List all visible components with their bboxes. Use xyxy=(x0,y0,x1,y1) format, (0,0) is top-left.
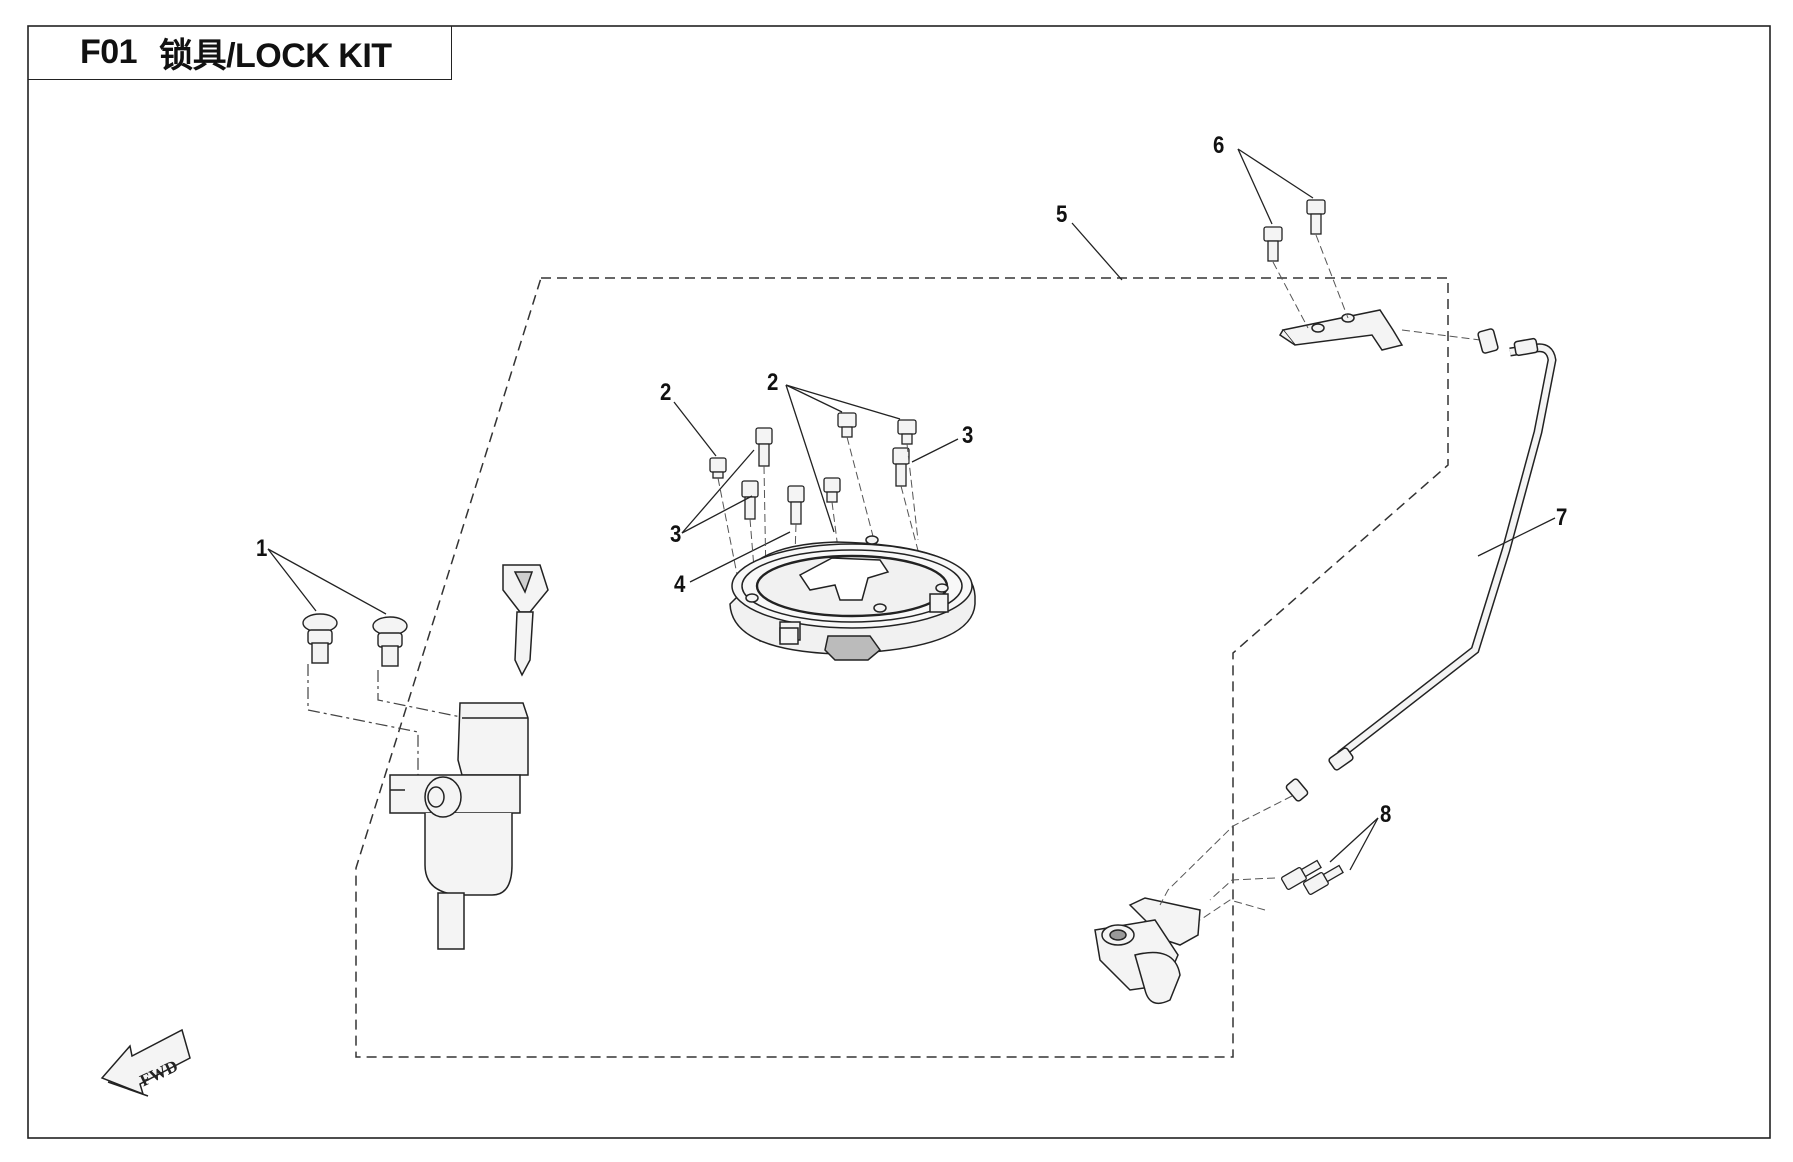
outer-border xyxy=(27,25,1771,1139)
key xyxy=(502,564,549,677)
part-6-bolts xyxy=(1263,199,1326,262)
callout-3-left: 3 xyxy=(670,521,682,548)
latch-cable xyxy=(1285,328,1557,802)
part-1-screws xyxy=(302,613,408,667)
ignition-lock xyxy=(389,702,529,950)
callout-7: 7 xyxy=(1556,504,1568,531)
leader-1 xyxy=(267,548,387,615)
callout-1: 1 xyxy=(256,535,268,562)
section-title: 锁具/LOCK KIT xyxy=(159,37,392,75)
leader-2-3-4 xyxy=(673,384,959,583)
callout-4: 4 xyxy=(674,571,686,598)
callout-2-top: 2 xyxy=(767,369,779,396)
leader-7 xyxy=(1477,517,1556,557)
bracket-drop-lines xyxy=(1272,234,1481,341)
assembly-boundary-dashed xyxy=(355,277,1449,1058)
callout-3-right: 3 xyxy=(962,422,974,449)
seat-lock-connection-lines xyxy=(1159,795,1293,921)
fwd-arrow-icon xyxy=(100,1028,191,1097)
leader-8 xyxy=(1329,817,1379,871)
connection-lines-1 xyxy=(307,664,501,790)
part-8-bolts xyxy=(1280,859,1344,895)
seat-lock xyxy=(1094,897,1201,1005)
section-code: F01 xyxy=(80,33,138,71)
latch-bracket xyxy=(1278,309,1404,351)
callout-8: 8 xyxy=(1380,801,1392,828)
callout-2-left: 2 xyxy=(660,379,672,406)
callout-6: 6 xyxy=(1213,132,1225,159)
title-box: F01 锁具/LOCK KIT xyxy=(28,26,452,80)
callout-5: 5 xyxy=(1056,201,1068,228)
fuel-cap xyxy=(729,535,976,661)
leader-5-6 xyxy=(1071,148,1314,281)
